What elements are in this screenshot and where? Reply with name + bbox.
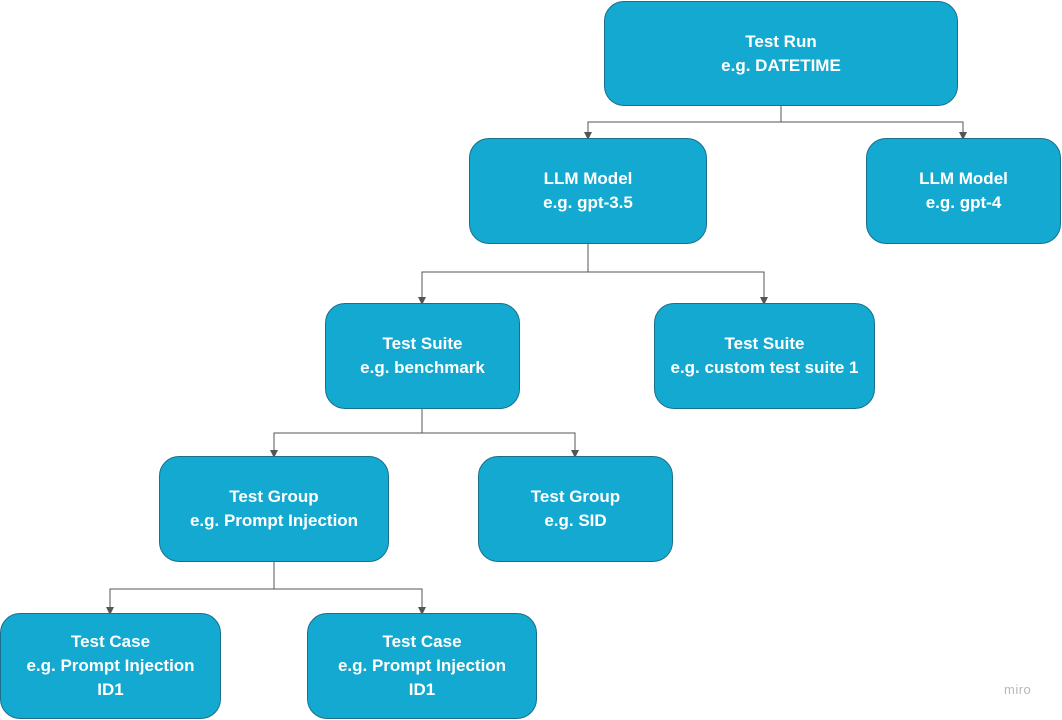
node-test-group-prompt-injection[interactable]: Test Group e.g. Prompt Injection [159, 456, 389, 562]
edge-test-run-to-llm-models [584, 106, 967, 140]
node-example: e.g. SID [544, 511, 607, 530]
node-example: e.g. Prompt Injection [189, 511, 359, 530]
node-id: ID1 [97, 680, 124, 699]
node-title: Test Suite [382, 334, 463, 353]
edge-test-group-to-test-cases [106, 562, 426, 615]
node-title: Test Suite [724, 334, 805, 353]
node-example: e.g. gpt-3.5 [543, 193, 633, 212]
node-title: Test Run [745, 31, 817, 51]
node-example: e.g. custom test suite 1 [670, 358, 859, 377]
node-example: e.g. Prompt Injection [26, 656, 195, 675]
node-title: Test Case [70, 632, 151, 651]
node-test-case-2[interactable]: Test Case e.g. Prompt Injection ID1 [307, 613, 537, 719]
node-test-suite-benchmark[interactable]: Test Suite e.g. benchmark [325, 303, 520, 409]
node-title: Test Group [229, 487, 319, 506]
edge-llm-model-to-test-suites [418, 244, 768, 305]
node-test-suite-custom[interactable]: Test Suite e.g. custom test suite 1 [654, 303, 875, 409]
node-llm-model-gpt-3-5[interactable]: LLM Model e.g. gpt-3.5 [469, 138, 707, 244]
node-id: ID1 [408, 680, 436, 699]
node-test-run[interactable]: Test Run e.g. DATETIME [604, 1, 958, 106]
miro-watermark: miro [1004, 682, 1032, 697]
node-example: e.g. Prompt Injection [337, 656, 507, 675]
node-title: Test Group [530, 487, 621, 506]
node-example: e.g. gpt-4 [925, 193, 1002, 212]
node-example: e.g. DATETIME [721, 55, 841, 75]
node-title: LLM Model [919, 169, 1008, 188]
edge-test-suite-to-test-groups [270, 409, 579, 458]
node-test-case-1[interactable]: Test Case e.g. Prompt Injection ID1 [0, 613, 221, 719]
node-title: LLM Model [543, 169, 633, 188]
node-example: e.g. benchmark [360, 358, 485, 377]
node-llm-model-gpt-4[interactable]: LLM Model e.g. gpt-4 [866, 138, 1061, 244]
node-test-group-sid[interactable]: Test Group e.g. SID [478, 456, 673, 562]
node-title: Test Case [382, 632, 462, 651]
